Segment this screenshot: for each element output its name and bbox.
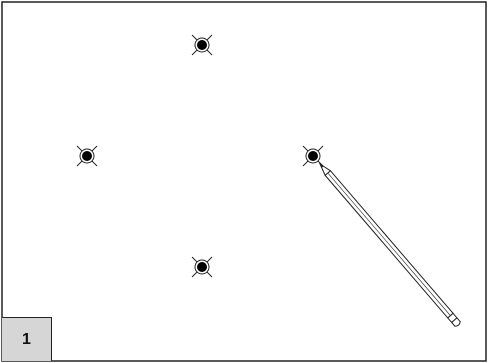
point-marker-bottom	[192, 257, 212, 277]
step-number-label: 1	[22, 331, 31, 349]
point-marker-left	[77, 146, 97, 166]
pencil-icon	[317, 162, 461, 328]
step-number-badge: 1	[2, 317, 52, 361]
point-marker-right	[303, 146, 323, 166]
point-marker-top	[192, 35, 212, 55]
